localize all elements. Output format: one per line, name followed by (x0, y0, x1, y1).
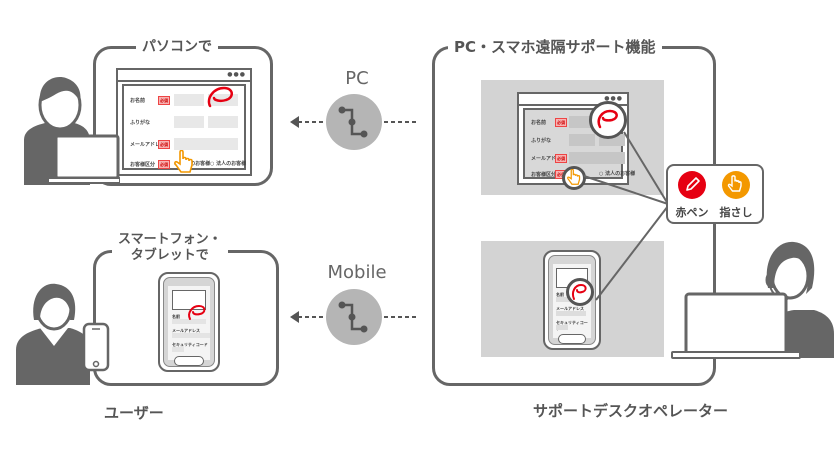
red-pen-annotation (207, 86, 233, 108)
pointer-tool-button[interactable] (722, 171, 750, 199)
required-badge: 必須 (158, 140, 170, 149)
phone-field[interactable] (172, 319, 206, 324)
user-caption: ユーザー (104, 404, 164, 422)
pointer-tool-label: 指さし (719, 206, 753, 219)
required-badge: 必須 (158, 96, 170, 105)
furigana-field-last[interactable] (174, 116, 204, 128)
pencil-icon (686, 177, 700, 191)
pointing-hand-icon (174, 150, 193, 173)
required-badge: 必須 (158, 160, 170, 169)
radio-corporate[interactable]: ○ 法人のお客様 (210, 161, 247, 167)
mobile-frame-title: スマートフォン・ タブレットで (112, 232, 228, 264)
phone-field-label: メールアドレス (172, 328, 200, 333)
pc-frame-title: パソコンで (136, 36, 218, 56)
phone-field-label: セキュリティコード (172, 342, 208, 347)
red-pen-tool-label: 赤ペン (675, 206, 709, 219)
furigana-field-first[interactable] (208, 116, 238, 128)
phone-field[interactable] (172, 347, 184, 352)
red-pen-annotation (571, 283, 587, 300)
pointing-hand-icon (567, 169, 581, 185)
mobile-connection-label: Mobile (327, 262, 387, 283)
phone-field[interactable] (172, 333, 210, 338)
form-row-email: メールアドレス 必須 (130, 138, 240, 150)
mobile-connection-line (290, 289, 418, 345)
phone-image-area (172, 290, 206, 310)
user-pc-person-icon (24, 77, 120, 185)
red-pen-tool-button[interactable] (678, 171, 706, 199)
form-row-furigana: ふりがな (130, 116, 240, 128)
window-controls: ●●● (227, 71, 246, 78)
phone-submit-button[interactable] (174, 356, 204, 366)
operator-caption: サポートデスクオペレーター (533, 402, 729, 420)
operator-person-icon (671, 241, 834, 359)
pc-connection-label: PC (345, 68, 369, 89)
remote-support-frame-title: PC・スマホ遠隔サポート機能 (448, 36, 662, 57)
name-field-last[interactable] (174, 94, 204, 106)
tool-connector-lines (583, 131, 669, 301)
user-mobile-person-icon (16, 283, 110, 385)
user-phone-mockup: 名前 メールアドレス セキュリティコード (158, 272, 220, 372)
pc-connection-line (290, 94, 418, 150)
red-pen-annotation (188, 304, 206, 320)
email-field[interactable] (174, 138, 238, 150)
red-pen-annotation (597, 109, 618, 129)
phone-field-label: 名前 (172, 314, 180, 319)
pointing-hand-icon (727, 175, 742, 192)
